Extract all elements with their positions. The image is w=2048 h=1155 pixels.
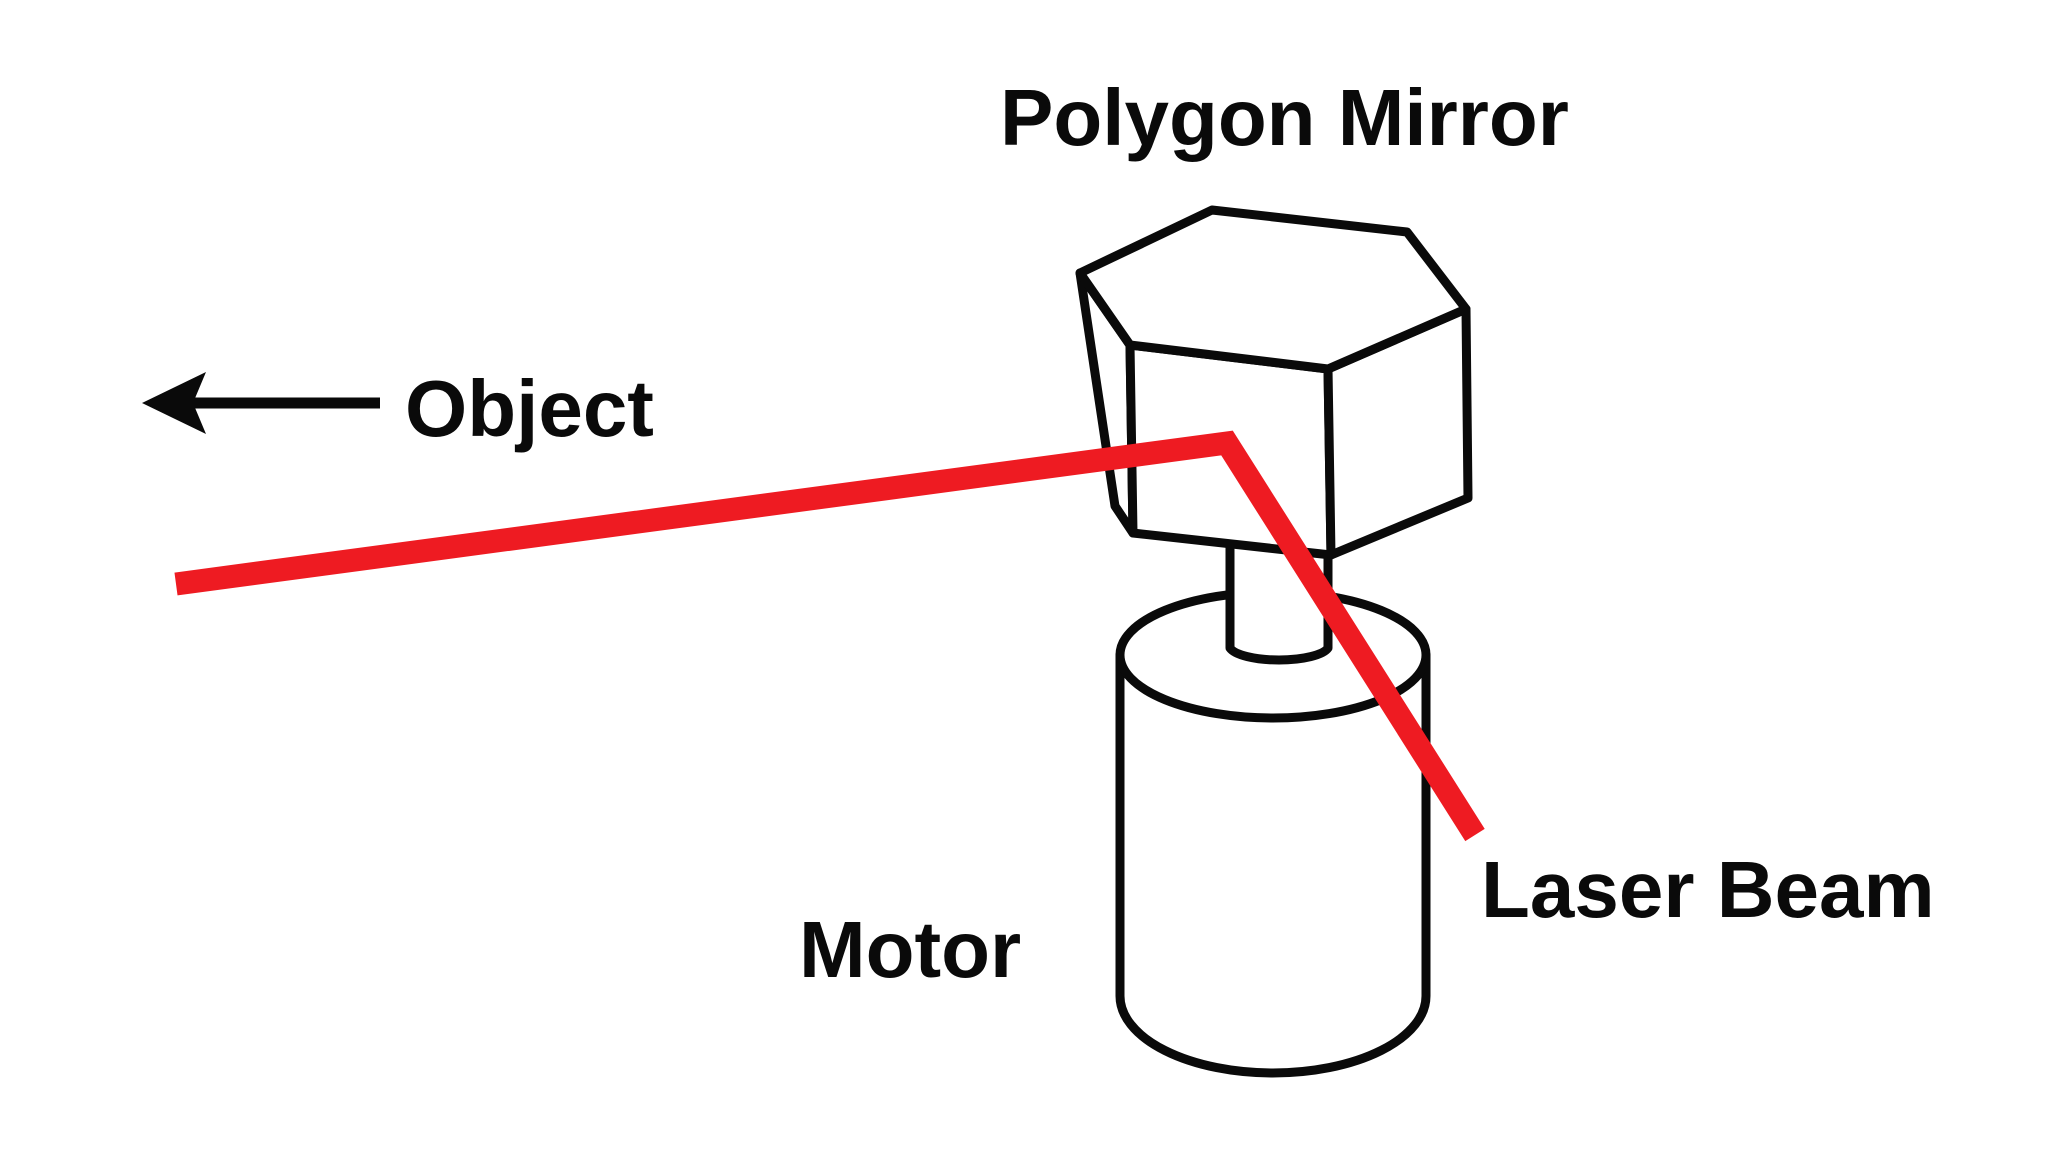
mirror-top-facet	[1075, 205, 1471, 374]
object-arrowhead-icon	[142, 372, 206, 434]
label-object: Object	[405, 364, 654, 453]
polygon-mirror-shape	[1075, 205, 1473, 560]
label-polygon-mirror: Polygon Mirror	[1000, 73, 1569, 162]
laser-beam-line	[174, 430, 1485, 842]
label-motor: Motor	[799, 905, 1022, 994]
motor-body	[1115, 650, 1431, 1078]
object-arrow	[142, 372, 380, 434]
label-laser-beam: Laser Beam	[1481, 845, 1935, 934]
